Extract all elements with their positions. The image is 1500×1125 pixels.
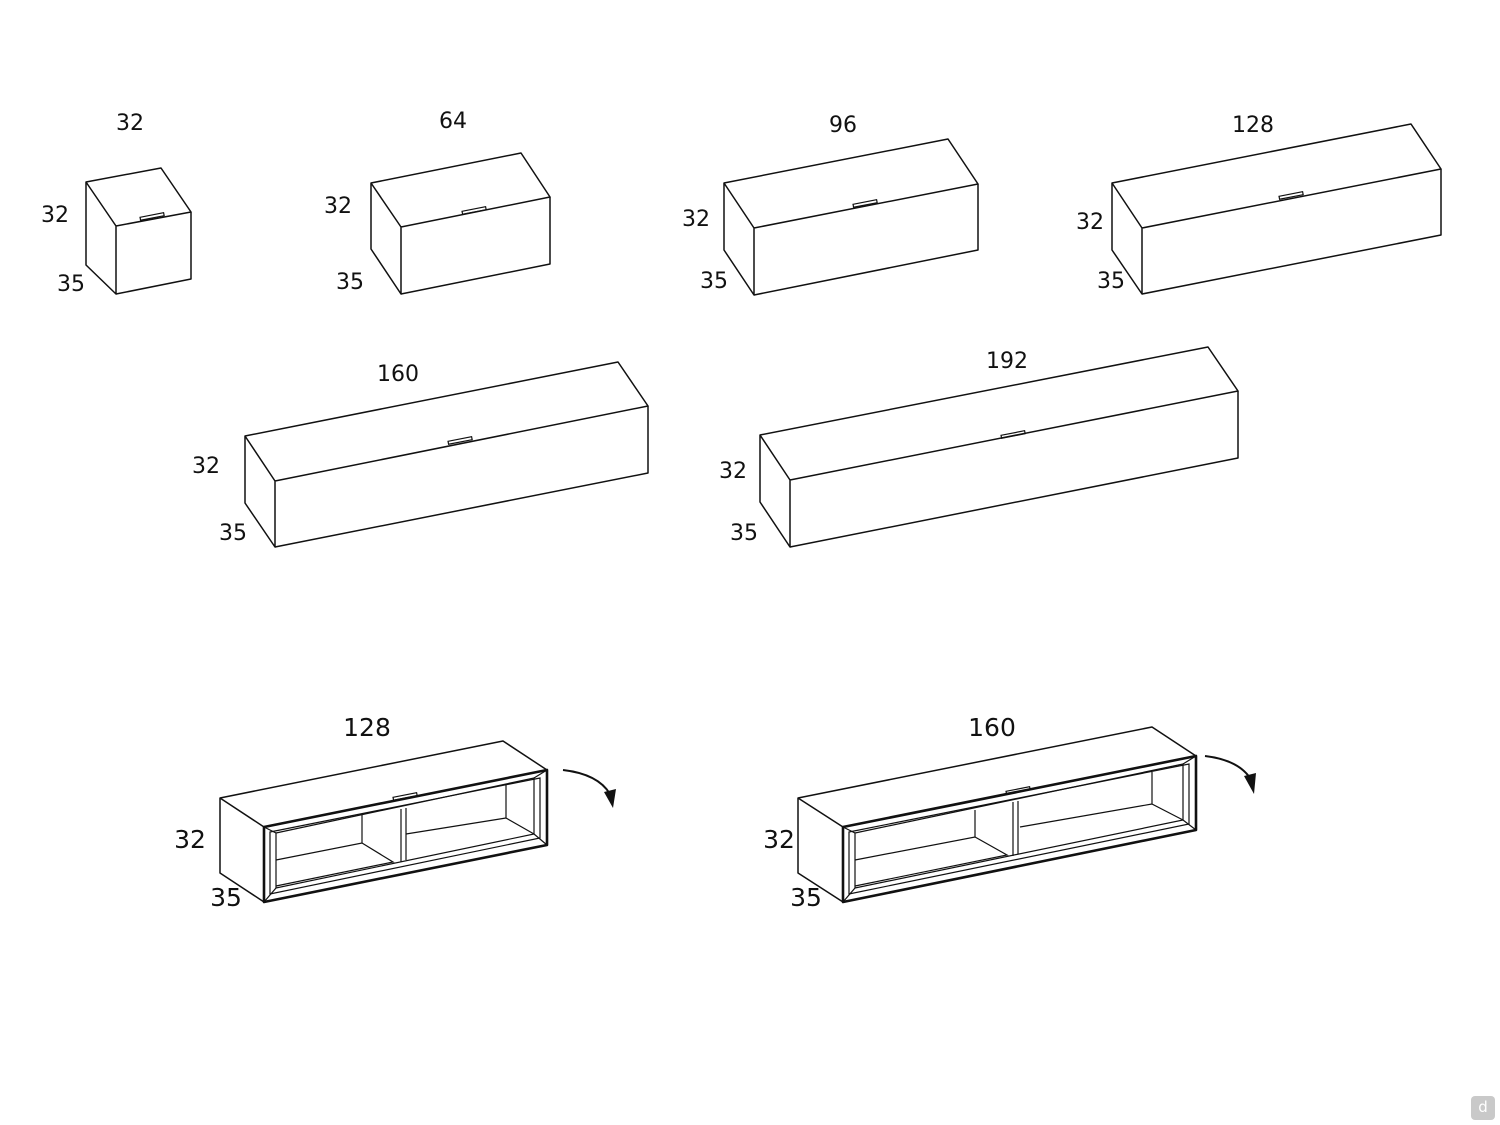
unit-160-height-label: 32 — [192, 454, 220, 479]
unit-192-width-label: 192 — [986, 349, 1028, 374]
handle-icon — [139, 212, 165, 221]
unit-160-depth-label: 35 — [219, 521, 247, 546]
handle-icon — [447, 436, 473, 445]
unit-64-height-label: 32 — [324, 194, 352, 219]
unit-160-drawing: 160 32 35 — [192, 361, 649, 548]
unit-32-width-label: 32 — [116, 111, 144, 136]
flap-128-width-label: 128 — [343, 713, 391, 742]
flap-128-height-label: 32 — [174, 825, 206, 854]
unit-32-depth-label: 35 — [57, 272, 85, 297]
unit-192-drawing: 192 32 35 — [719, 346, 1239, 548]
unit-128-height-label: 32 — [1076, 210, 1104, 235]
handle-icon — [852, 199, 878, 208]
handle-icon — [461, 206, 487, 215]
handle-icon — [1000, 430, 1026, 439]
unit-32-drawing: 32 32 35 — [41, 111, 192, 297]
unit-64-depth-label: 35 — [336, 270, 364, 295]
unit-64-width-label: 64 — [439, 109, 467, 134]
unit-64-drawing: 64 32 35 — [324, 109, 551, 295]
unit-128-depth-label: 35 — [1097, 269, 1125, 294]
unit-128-width-label: 128 — [1232, 113, 1274, 138]
unit-128-drawing: 128 32 35 — [1076, 113, 1442, 295]
unit-96-width-label: 96 — [829, 113, 857, 138]
unit-96-drawing: 96 32 35 — [682, 113, 979, 296]
handle-icon — [1005, 786, 1031, 795]
flap-unit-160-drawing: 160 32 35 — [763, 713, 1256, 912]
curved-arrow-down-icon — [562, 769, 616, 808]
unit-32-height-label: 32 — [41, 203, 69, 228]
curved-arrow-down-icon — [1204, 755, 1256, 794]
unit-160-width-label: 160 — [377, 362, 419, 387]
watermark-icon: d — [1471, 1096, 1495, 1120]
unit-96-height-label: 32 — [682, 207, 710, 232]
handle-icon — [1278, 191, 1304, 200]
flap-unit-128-drawing: 128 32 35 — [174, 713, 616, 912]
handle-icon — [392, 792, 418, 801]
flap-160-width-label: 160 — [968, 713, 1016, 742]
unit-192-height-label: 32 — [719, 459, 747, 484]
unit-96-depth-label: 35 — [700, 269, 728, 294]
unit-192-depth-label: 35 — [730, 521, 758, 546]
flap-160-depth-label: 35 — [790, 883, 822, 912]
flap-128-depth-label: 35 — [210, 883, 242, 912]
flap-160-height-label: 32 — [763, 825, 795, 854]
